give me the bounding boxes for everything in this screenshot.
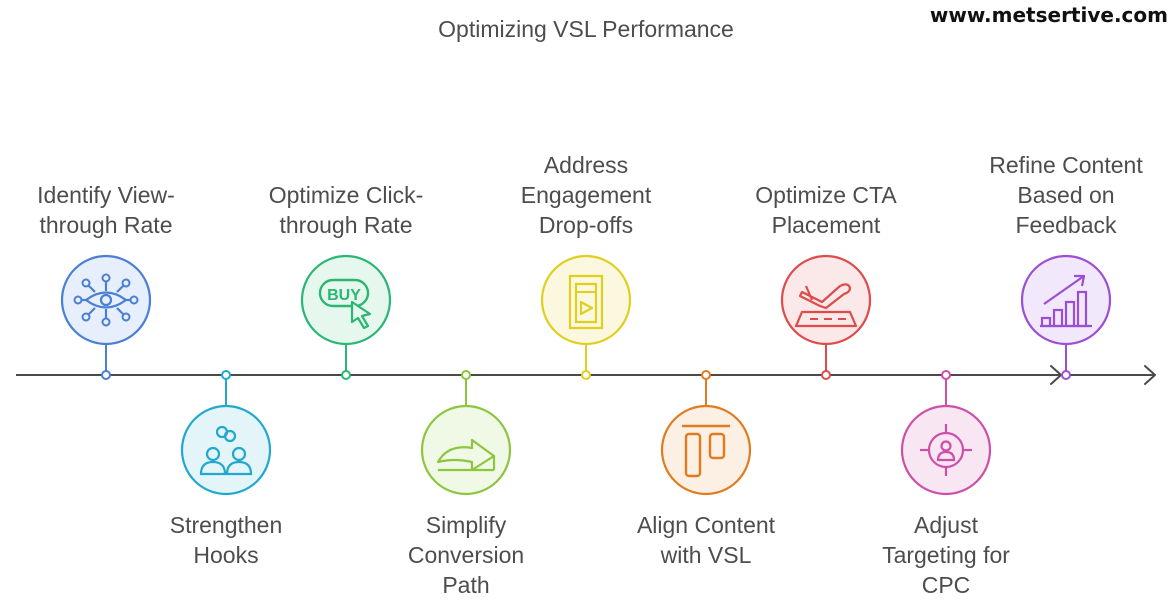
step-label-line: Strengthen xyxy=(169,512,283,538)
step-label: Identify View-through Rate xyxy=(6,180,206,240)
timeline-step xyxy=(420,370,512,496)
diagram-title: Optimizing VSL Performance xyxy=(438,16,734,42)
timeline-step xyxy=(900,370,992,496)
step-label-line: Based on xyxy=(1017,182,1115,208)
step-marker xyxy=(701,370,711,380)
step-marker xyxy=(221,370,231,380)
step-label-line: Adjust xyxy=(914,512,978,538)
timeline-step xyxy=(540,254,632,380)
step-label-line: Path xyxy=(442,572,490,598)
timeline-step xyxy=(60,254,152,380)
step-circle xyxy=(540,254,632,346)
timeline-step xyxy=(780,254,872,380)
step-label-line: Identify View- xyxy=(37,182,175,208)
step-label-line: Refine Content xyxy=(989,152,1143,178)
timeline-step xyxy=(1020,254,1112,380)
step-marker xyxy=(941,370,951,380)
step-circle xyxy=(300,254,392,346)
step-label-line: Engagement xyxy=(520,182,652,208)
step-label-line: Simplify xyxy=(425,512,507,538)
step-marker xyxy=(1061,370,1071,380)
buy-click-icon: BUY xyxy=(318,278,372,330)
step-label: Align Content with VSL xyxy=(606,510,806,570)
eye-network-icon xyxy=(73,273,139,327)
step-circle xyxy=(1020,254,1112,346)
step-label-line: Hooks xyxy=(193,542,259,568)
step-circle xyxy=(180,404,272,496)
timeline-step xyxy=(660,370,752,496)
step-label-line: Optimize Click- xyxy=(268,182,424,208)
timeline-step: BUY xyxy=(300,254,392,380)
step-label-line: Drop-offs xyxy=(538,212,634,238)
step-label-line: through Rate xyxy=(39,212,173,238)
step-label: Optimize CTA Placement xyxy=(726,180,926,240)
step-circle xyxy=(420,404,512,496)
timeline-step xyxy=(180,370,272,496)
plane-landing-icon xyxy=(794,283,858,328)
step-label: Optimize Click-through Rate xyxy=(246,180,446,240)
step-label-line: Optimize CTA xyxy=(755,182,897,208)
align-top-icon xyxy=(682,424,730,478)
curved-arrow-icon xyxy=(436,438,496,472)
svg-text:BUY: BUY xyxy=(327,287,361,304)
step-label-line: with VSL xyxy=(660,542,752,568)
step-circle xyxy=(60,254,152,346)
step-circle xyxy=(660,404,752,496)
step-label-line: Targeting for xyxy=(882,542,1010,568)
step-label-line: Conversion xyxy=(407,542,525,568)
step-marker xyxy=(101,370,111,380)
step-label-line: Feedback xyxy=(1015,212,1117,238)
target-person-icon xyxy=(920,424,972,476)
mailbox-icon xyxy=(568,274,604,330)
step-label-line: Address xyxy=(543,152,629,178)
step-label-line: Placement xyxy=(771,212,881,238)
growth-chart-icon xyxy=(1040,274,1092,328)
step-marker xyxy=(461,370,471,380)
step-marker xyxy=(821,370,831,380)
step-label-line: CPC xyxy=(921,572,971,598)
people-link-icon xyxy=(199,425,253,476)
watermark: www.metsertive.com xyxy=(929,3,1168,27)
step-circle xyxy=(780,254,872,346)
step-marker xyxy=(581,370,591,380)
step-label-line: through Rate xyxy=(279,212,413,238)
step-marker xyxy=(341,370,351,380)
step-label-line: Align Content xyxy=(636,512,776,538)
